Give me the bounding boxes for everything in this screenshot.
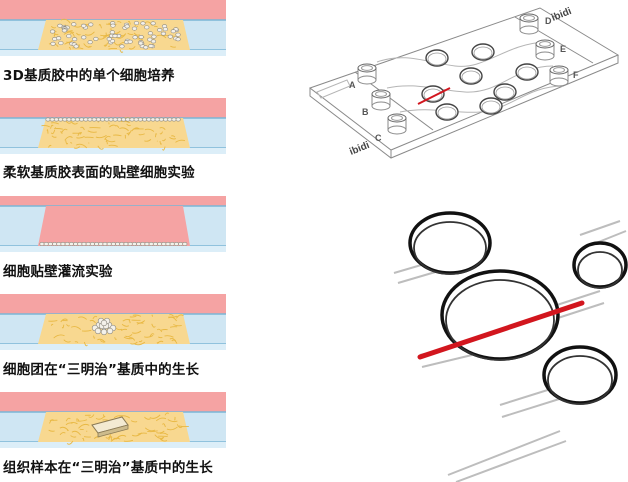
brand-logo-left: ibidi: [348, 140, 371, 158]
ibidi-slide-drawing: A B C D E F ibidi ibidi: [308, 6, 620, 159]
channel-cross-section-4: [0, 294, 226, 350]
tissue-sample: [91, 416, 129, 438]
top-medium-layer: [0, 0, 226, 20]
panel-cells-on-gel: 柔软基质胶表面的贴壁细胞实验: [0, 98, 226, 181]
panel-spheroid-sandwich: 细胞团在“三明治”基质中的生长: [0, 294, 226, 378]
top-medium-layer: [0, 98, 226, 118]
panel-perfusion: 细胞贴壁灌流实验: [0, 196, 226, 280]
top-medium-layer: [0, 294, 226, 314]
perfusion-channel: [38, 206, 190, 246]
caption-4: 细胞团在“三明治”基质中的生长: [3, 362, 200, 378]
top-medium-layer: [0, 392, 226, 412]
row-label-c: C: [375, 133, 382, 143]
channel-cross-section-5: [0, 392, 226, 448]
highlight-line: [417, 87, 451, 105]
panel-single-cells-3d: 3D基质胶中的单个细胞培养: [0, 0, 226, 84]
row-label-f: F: [573, 70, 579, 80]
caption-5: 组织样本在“三明治”基质中的生长: [3, 460, 213, 476]
row-label-e: E: [560, 44, 566, 54]
channel-cross-section-2: [0, 98, 226, 154]
caption-1: 3D基质胶中的单个细胞培养: [3, 68, 175, 84]
highlight-line: [417, 300, 585, 360]
adherent-cells: [39, 241, 188, 246]
top-medium-layer: [0, 196, 226, 206]
cell-spheroid: [91, 317, 117, 336]
chamber-rings: [408, 211, 628, 405]
caption-2: 柔软基质胶表面的贴壁细胞实验: [3, 165, 195, 181]
caption-3: 细胞贴壁灌流实验: [3, 264, 113, 280]
culture-chambers: [421, 43, 539, 121]
row-label-b: B: [362, 107, 369, 117]
surface-cells: [45, 117, 181, 122]
channel-cross-section-1: [0, 0, 226, 56]
row-label-d: D: [545, 16, 552, 26]
reservoir-wells: [357, 13, 569, 135]
channel-cross-section-3: [0, 196, 226, 252]
chamber-detail-drawing: [393, 211, 628, 482]
panel-tissue-sandwich: 组织样本在“三明治”基质中的生长: [0, 392, 226, 476]
embedded-cells: [49, 21, 181, 50]
row-label-a: A: [349, 80, 356, 90]
gel-matrix: [38, 118, 190, 148]
